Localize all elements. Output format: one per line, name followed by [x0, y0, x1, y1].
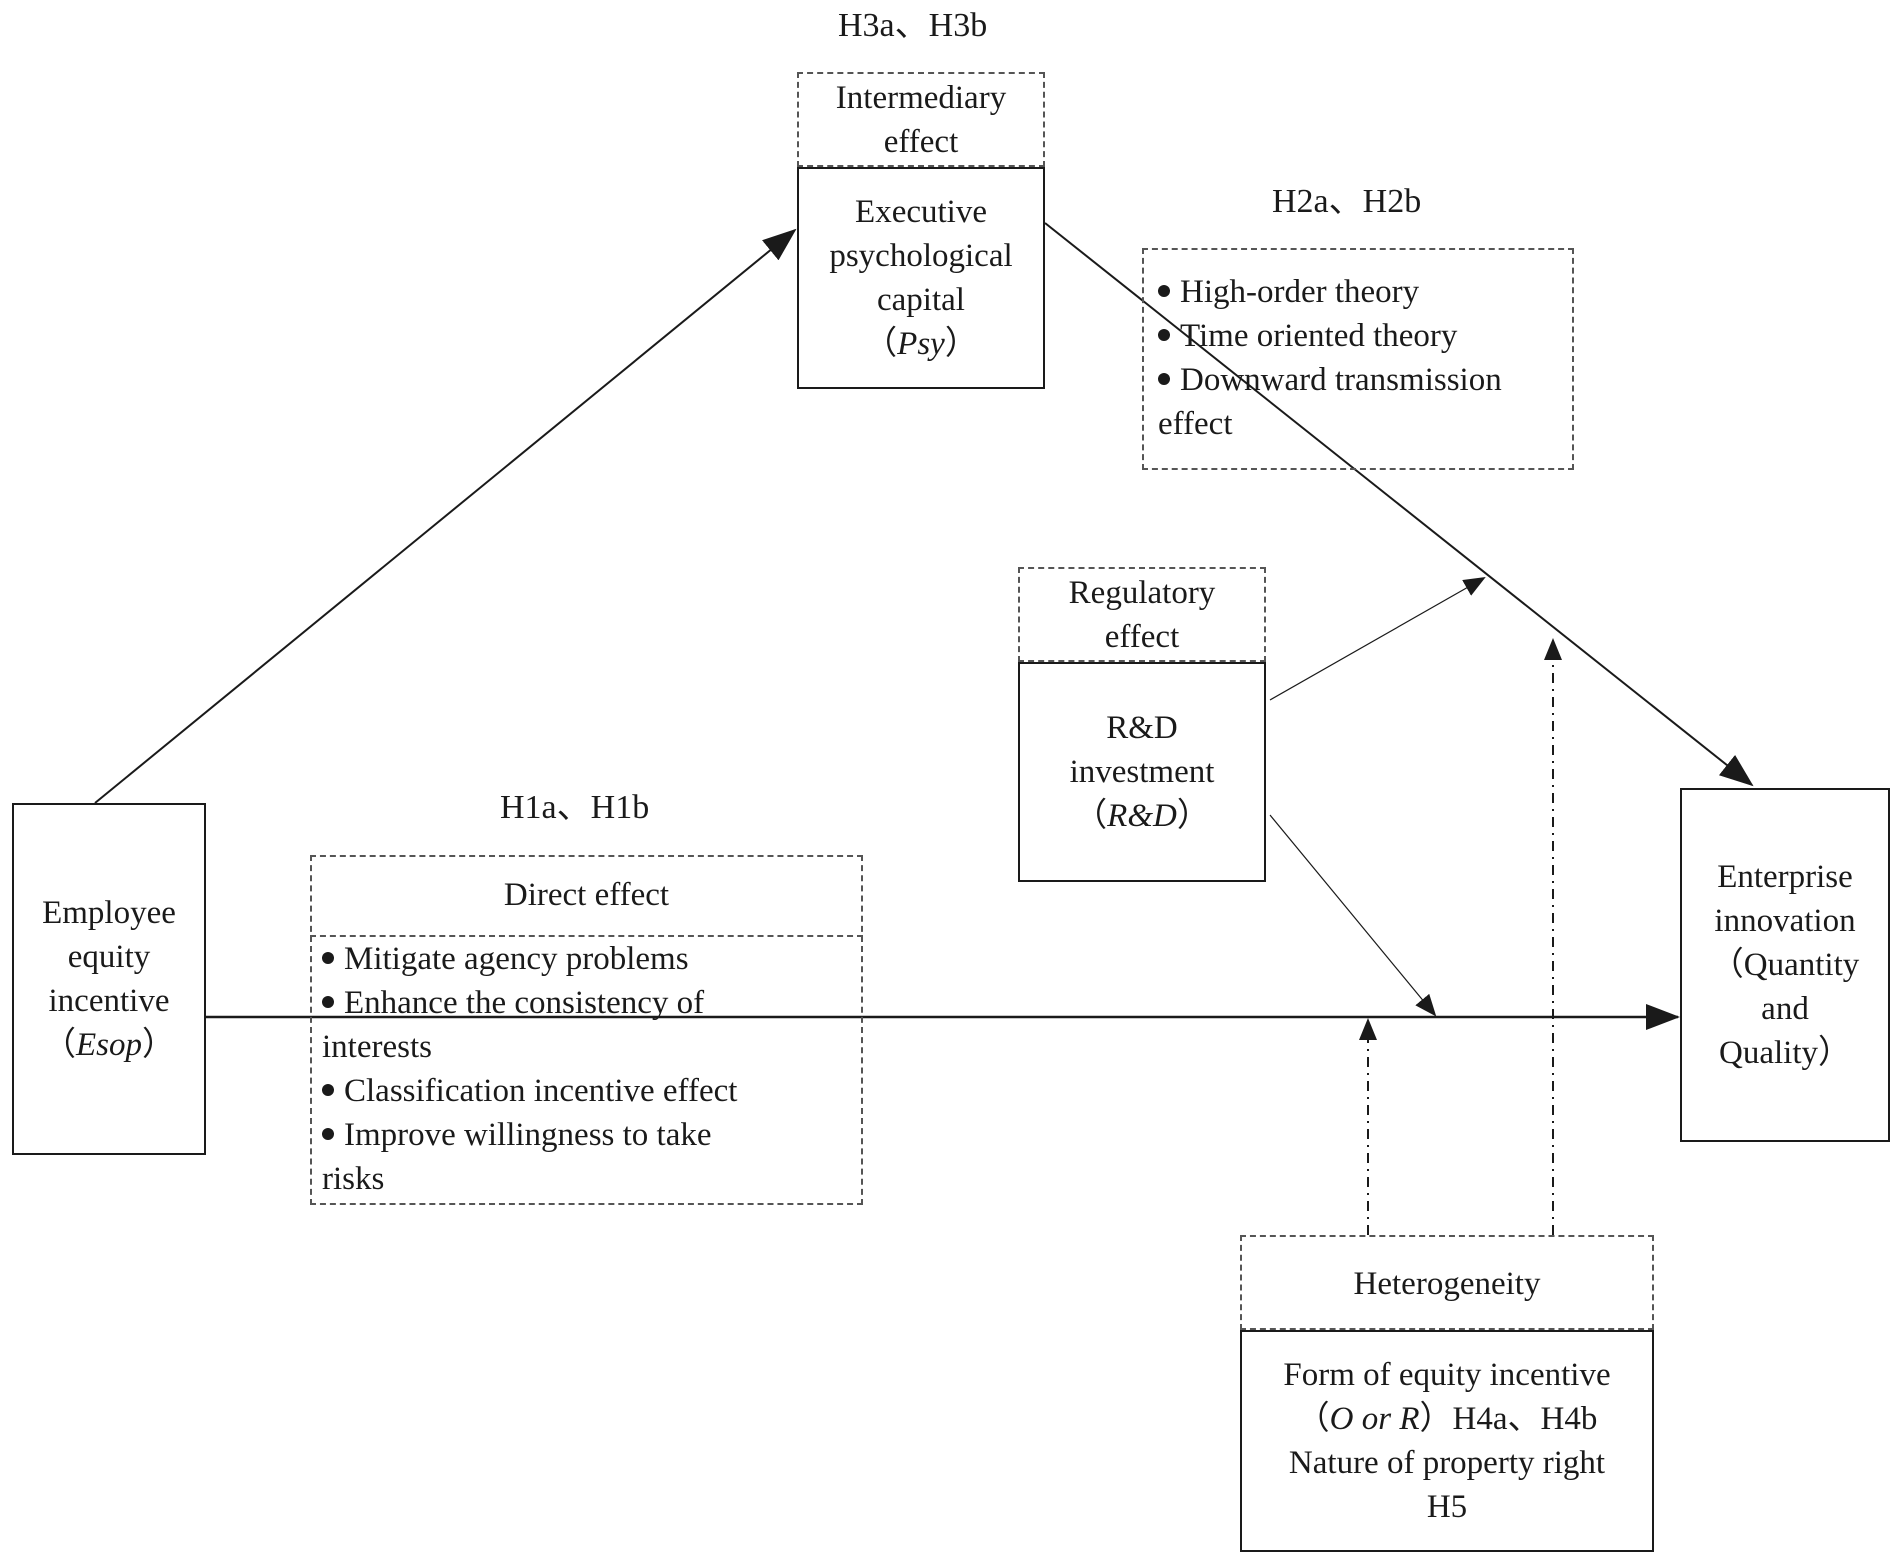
direct-effect-list: Mitigate agency problems Enhance the con…	[322, 937, 862, 1201]
direct-effect-frame	[310, 855, 863, 1205]
psy-abbr-line: （Psy）	[864, 326, 978, 362]
h2-theories-frame	[1142, 248, 1574, 470]
rd-line1: R&D	[1106, 710, 1178, 746]
heterogeneity-line1: Form of equity incentive	[1283, 1357, 1611, 1393]
esop-line1: Employee	[42, 895, 176, 931]
innovation-line1: Enterprise	[1717, 859, 1853, 895]
direct-effect-header: Direct effect	[503, 877, 670, 913]
hypothesis-h1-label: H1a、H1b	[500, 789, 650, 826]
rd-header: Regulatory effect	[1068, 575, 1216, 655]
psy-line3: capital	[877, 282, 965, 318]
h2-bullet-3: Downward transmission	[1158, 358, 1568, 402]
innovation-line4: and	[1761, 991, 1809, 1027]
direct-effect-divider	[310, 935, 863, 937]
h2-theories-list: High-order theory Time oriented theory D…	[1158, 270, 1568, 446]
psy-line2: psychological	[829, 238, 1013, 274]
direct-bullet-4: Improve willingness to take	[322, 1113, 862, 1157]
psy-header-frame	[797, 72, 1045, 167]
innovation-node: Enterprise innovation （Quantity and Qual…	[1680, 788, 1890, 1142]
esop-node: Employee equity incentive （Esop）	[12, 803, 206, 1155]
h2-bullet-1: High-order theory	[1158, 270, 1568, 314]
heterogeneity-header-frame	[1240, 1235, 1654, 1330]
psy-header: Intermediary effect	[835, 80, 1007, 160]
arrow-esop-to-psy	[94, 228, 797, 804]
psy-line1: Executive	[855, 194, 987, 230]
esop-abbr-line: （Esop）	[43, 1027, 175, 1063]
direct-bullet-2-cont: interests	[322, 1029, 432, 1065]
esop-line3: incentive	[48, 983, 170, 1019]
heterogeneity-line4: H5	[1426, 1489, 1468, 1525]
direct-bullet-4-cont: risks	[322, 1161, 385, 1197]
innovation-line2: innovation	[1714, 903, 1856, 939]
esop-line2: equity	[67, 939, 151, 975]
heterogeneity-header: Heterogeneity	[1353, 1266, 1541, 1302]
rd-abbr-line: （R&D）	[1074, 798, 1210, 834]
h2-bullet-3-cont: effect	[1158, 406, 1233, 442]
heterogeneity-line2: （O or R）H4a、H4b	[1296, 1401, 1598, 1437]
h2-bullet-2: Time oriented theory	[1158, 314, 1568, 358]
psy-node: Executive psychological capital （Psy）	[797, 167, 1045, 389]
arrow-rd-to-mediation-path	[1269, 577, 1486, 701]
arrow-rd-to-direct-path	[1269, 814, 1437, 1017]
direct-bullet-3: Classification incentive effect	[322, 1069, 862, 1113]
hypothesis-h2-label: H2a、H2b	[1272, 183, 1422, 220]
direct-bullet-1: Mitigate agency problems	[322, 937, 862, 981]
rd-line2: investment	[1069, 754, 1215, 790]
heterogeneity-line3: Nature of property right	[1288, 1445, 1606, 1481]
rd-header-frame	[1018, 567, 1266, 662]
innovation-line3: （Quantity	[1710, 947, 1860, 983]
direct-bullet-2: Enhance the consistency of	[322, 981, 862, 1025]
hypothesis-h3-label: H3a、H3b	[838, 7, 988, 44]
rd-node: R&D investment （R&D）	[1018, 662, 1266, 882]
innovation-line5: Quality）	[1719, 1035, 1851, 1071]
arrow-psy-to-innovation	[1044, 222, 1754, 787]
heterogeneity-node: Form of equity incentive （O or R）H4a、H4b…	[1240, 1330, 1654, 1552]
